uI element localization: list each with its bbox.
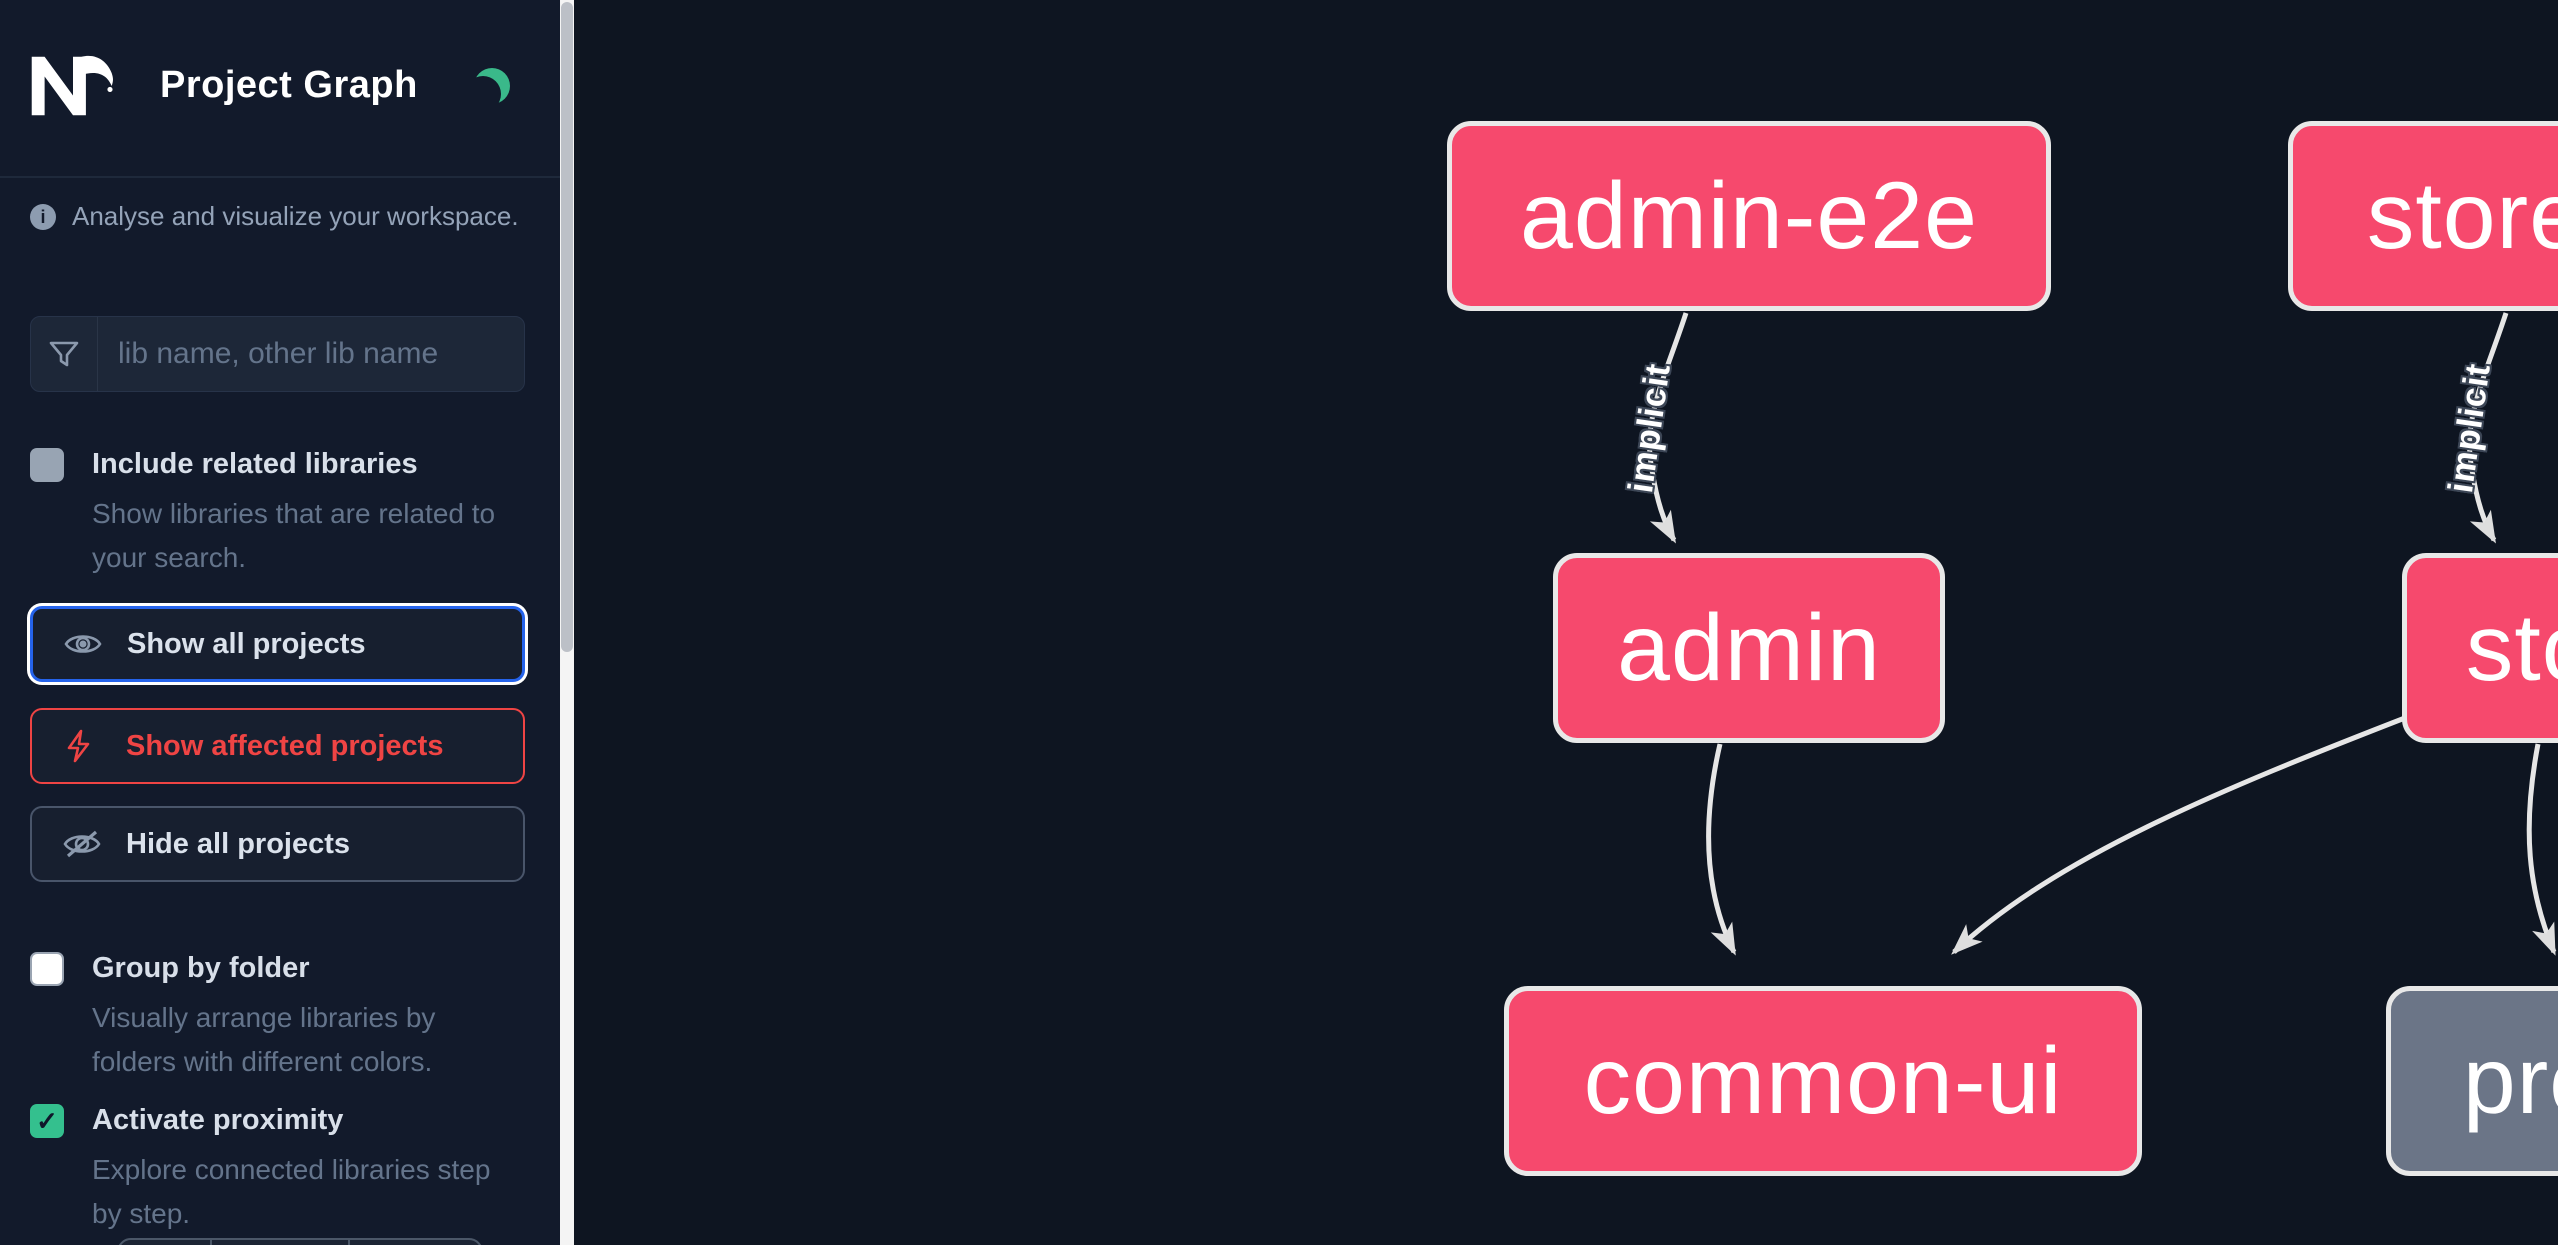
sidebar-scrollbar-track[interactable] bbox=[560, 0, 574, 1245]
toggle-label: Include related libraries bbox=[92, 448, 418, 480]
node-label: admin-e2e bbox=[1520, 162, 1978, 269]
graph-node-admin[interactable]: admin bbox=[1553, 553, 1945, 743]
group-by-folder-checkbox[interactable] bbox=[30, 952, 64, 986]
edge-store-to-common-ui bbox=[1951, 713, 2411, 955]
graph-canvas[interactable]: implicit implicit admin-e2e store-e2e ad… bbox=[574, 0, 2558, 1245]
node-label: store-e2e bbox=[2366, 162, 2558, 269]
search-input[interactable] bbox=[98, 317, 524, 391]
edge-store-e2e-to-store bbox=[2467, 312, 2509, 544]
filter-funnel-icon bbox=[31, 317, 98, 391]
graph-node-store[interactable]: store bbox=[2402, 553, 2558, 743]
graph-node-products[interactable]: products bbox=[2386, 986, 2558, 1176]
proximity-increment[interactable] bbox=[348, 1240, 481, 1245]
sidebar-scrollbar-thumb[interactable] bbox=[561, 2, 573, 652]
graph-node-common-ui[interactable]: common-ui bbox=[1504, 986, 2142, 1176]
button-label: Hide all projects bbox=[126, 827, 351, 860]
page-title: Project Graph bbox=[160, 64, 418, 106]
workspace-tagline-row: i Analyse and visualize your workspace. bbox=[30, 201, 530, 232]
button-label: Show all projects bbox=[127, 627, 366, 660]
show-all-projects-button[interactable]: Show all projects bbox=[30, 606, 525, 682]
toggle-description: Show libraries that are related to your … bbox=[92, 498, 496, 573]
graph-edges bbox=[1647, 312, 2557, 956]
graph-node-admin-e2e[interactable]: admin-e2e bbox=[1447, 121, 2051, 311]
node-label: store bbox=[2465, 594, 2558, 701]
graph-node-store-e2e[interactable]: store-e2e bbox=[2288, 121, 2558, 311]
toggle-description: Visually arrange libraries by folders wi… bbox=[92, 1002, 436, 1077]
node-label: products bbox=[2462, 1027, 2558, 1134]
eye-off-icon bbox=[63, 830, 101, 858]
toggle-label: Activate proximity bbox=[92, 1104, 344, 1136]
moon-icon[interactable] bbox=[474, 68, 510, 104]
include-related-checkbox[interactable] bbox=[30, 448, 64, 482]
info-icon: i bbox=[30, 203, 56, 230]
edge-store-to-products bbox=[2526, 743, 2557, 956]
eye-icon bbox=[64, 635, 102, 653]
bolt-icon bbox=[67, 729, 90, 763]
node-label: admin bbox=[1617, 594, 1881, 701]
tagline-text: Analyse and visualize your workspace. bbox=[72, 201, 519, 231]
header-divider bbox=[0, 176, 560, 178]
activate-proximity-checkbox[interactable]: ✓ bbox=[30, 1104, 64, 1138]
proximity-value bbox=[210, 1240, 348, 1245]
proximity-decrement[interactable] bbox=[119, 1240, 210, 1245]
project-filter-box bbox=[30, 316, 525, 392]
edge-admin-e2e-to-admin bbox=[1647, 312, 1689, 544]
show-affected-projects-button[interactable]: Show affected projects bbox=[30, 708, 525, 784]
sidebar: Project Graph i Analyse and visualize yo… bbox=[0, 0, 560, 1245]
toggle-label: Group by folder bbox=[92, 952, 310, 984]
edge-admin-to-common-ui bbox=[1706, 743, 1737, 956]
node-label: common-ui bbox=[1583, 1027, 2063, 1134]
nx-logo bbox=[31, 55, 113, 116]
toggle-description: Explore connected libraries step by step… bbox=[92, 1154, 491, 1229]
button-label: Show affected projects bbox=[126, 729, 444, 762]
hide-all-projects-button[interactable]: Hide all projects bbox=[30, 806, 525, 882]
proximity-stepper[interactable] bbox=[117, 1238, 483, 1245]
